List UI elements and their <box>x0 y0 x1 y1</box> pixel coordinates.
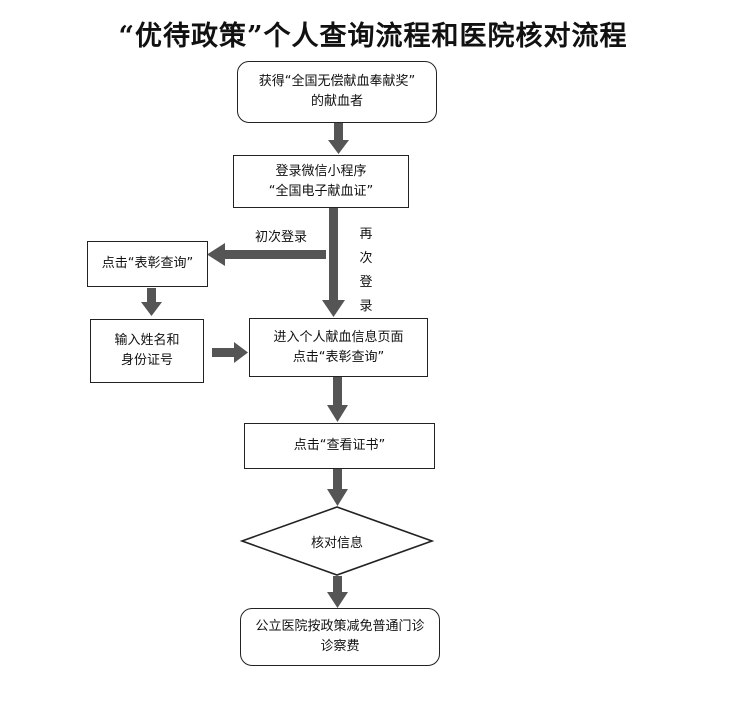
arrow-input-to-personal-page <box>212 342 248 363</box>
arrow-query-to-input <box>141 288 162 316</box>
node-input-info: 输入姓名和 身份证号 <box>90 319 204 383</box>
edge-label-first-login: 初次登录 <box>255 230 308 245</box>
node-verify-label: 核对信息 <box>310 536 363 551</box>
arrow-first-login <box>207 243 326 266</box>
arrow-cert-to-verify <box>327 469 348 506</box>
arrow-verify-to-result <box>327 576 348 608</box>
node-result: 公立医院按政策减免普通门诊 诊察费 <box>240 608 440 666</box>
node-login: 登录微信小程序 “全国电子献血证” <box>233 155 409 208</box>
node-start: 获得“全国无偿献血奉献奖” 的献血者 <box>237 61 437 123</box>
page-title: “优待政策”个人查询流程和医院核对流程 <box>118 21 628 52</box>
node-click-query: 点击“表彰查询” <box>87 241 208 287</box>
edge-label-re-login: 再次登录 <box>359 227 373 314</box>
arrow-personal-to-cert <box>327 377 348 422</box>
arrow-start-to-login <box>328 122 349 154</box>
arrow-login-to-personal-page <box>322 207 345 317</box>
decision-diamond <box>239 506 435 576</box>
node-personal-page: 进入个人献血信息页面 点击“表彰查询” <box>249 318 428 377</box>
node-view-cert: 点击“查看证书” <box>244 423 435 469</box>
